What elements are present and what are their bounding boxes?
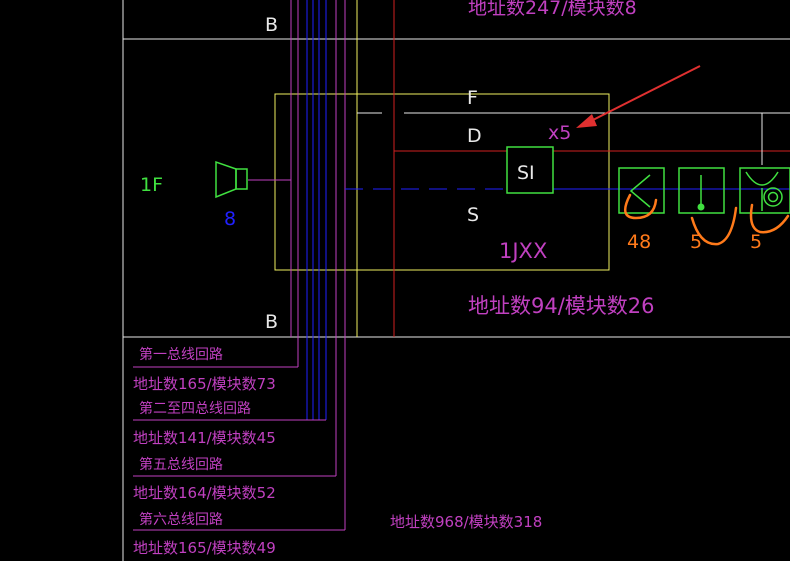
loop-4-stats: 地址数165/模块数49 <box>133 539 276 557</box>
loop-2-stats: 地址数141/模块数45 <box>133 429 276 447</box>
detector-3-count: 5 <box>750 231 762 253</box>
s-line-label: S <box>467 204 479 226</box>
horizontal-lines <box>248 112 790 190</box>
f-line-label: F <box>467 87 478 109</box>
d-line-label: D <box>467 125 482 147</box>
ring-icon-inner <box>767 191 779 203</box>
detector-3 <box>739 167 790 214</box>
loop-3-stats: 地址数164/模块数52 <box>133 484 276 502</box>
box-address-label: 地址数94/模块数26 <box>468 294 655 318</box>
top-address-label: 地址数247/模块数8 <box>468 0 637 19</box>
loop-leaders <box>133 366 345 531</box>
frame-lines <box>122 0 790 561</box>
loop-labels: 第一总线回路 地址数165/模块数73 第二至四总线回路 地址数141/模块数4… <box>133 346 276 557</box>
loop-1-name: 第一总线回路 <box>139 346 223 363</box>
speaker-count: 8 <box>224 208 236 230</box>
annotation-arrow-icon <box>576 65 701 128</box>
bus-lines <box>290 0 395 530</box>
junction-box <box>274 93 610 271</box>
multiplier-label: x5 <box>548 122 571 144</box>
bus-label-bottom: B <box>265 311 278 333</box>
handdrawn-annotations <box>623 193 790 246</box>
si-module-label: SI <box>517 162 535 184</box>
bus-label-top: B <box>265 14 278 36</box>
dot-icon <box>697 203 705 211</box>
ring-icon-outer <box>763 187 783 207</box>
floor-label: 1F <box>140 174 163 196</box>
detector-2-count: 5 <box>690 231 702 253</box>
total-address-label: 地址数968/模块数318 <box>390 513 542 531</box>
speaker-icon <box>215 160 248 199</box>
box-name-label: 1JXX <box>499 239 547 263</box>
si-module-box <box>506 146 554 194</box>
zigzag-icon <box>629 174 651 208</box>
detector-2 <box>678 167 725 214</box>
loop-1-stats: 地址数165/模块数73 <box>133 375 276 393</box>
loop-4-name: 第六总线回路 <box>139 511 223 528</box>
loop-2-name: 第二至四总线回路 <box>139 400 251 417</box>
detector-1 <box>618 167 665 214</box>
loop-3-name: 第五总线回路 <box>139 456 223 473</box>
detector-1-count: 48 <box>627 231 651 253</box>
